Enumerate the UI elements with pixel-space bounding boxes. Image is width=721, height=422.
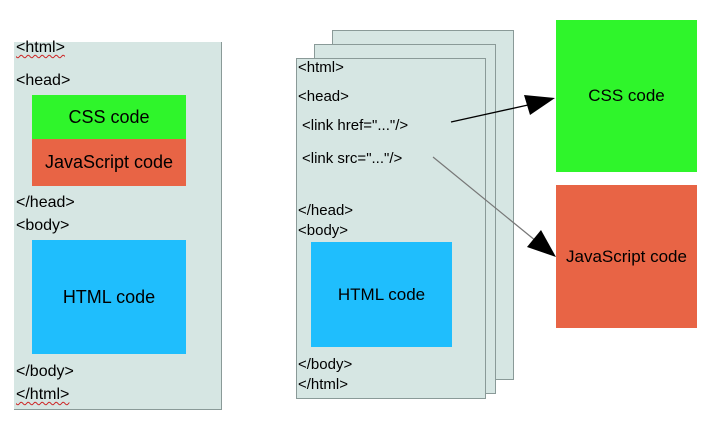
left-html-open-text: <html> xyxy=(16,39,65,56)
right-html-box: HTML code xyxy=(311,242,452,347)
left-css-box: CSS code xyxy=(32,95,186,139)
left-js-box: JavaScript code xyxy=(32,139,186,186)
left-html-close: </html> xyxy=(16,387,69,403)
right-head-open: <head> xyxy=(298,88,349,105)
right-link-href: <link href="..."/> xyxy=(302,117,409,134)
href-arrow xyxy=(450,95,555,123)
left-html-open: <html> xyxy=(16,40,65,56)
right-body-close: </body> xyxy=(298,356,353,373)
right-html-label: HTML code xyxy=(337,284,426,304)
right-link-src: <link src="..."/> xyxy=(302,150,403,167)
right-html-close: </html> xyxy=(298,376,349,393)
left-body-open: <body> xyxy=(16,217,70,234)
right-body-open: <body> xyxy=(298,222,349,239)
left-css-label: CSS code xyxy=(68,106,150,127)
external-js-box: JavaScript code xyxy=(556,185,697,328)
left-html-label: HTML code xyxy=(62,286,156,307)
external-js-label: JavaScript code xyxy=(566,246,687,266)
left-html-close-text: </html> xyxy=(16,386,70,403)
external-css-box: CSS code xyxy=(556,20,697,172)
right-head-close: </head> xyxy=(298,202,354,219)
src-arrow xyxy=(432,156,556,257)
external-css-label: CSS code xyxy=(588,86,665,105)
left-html-box: HTML code xyxy=(32,240,186,354)
left-head-close: </head> xyxy=(16,194,75,211)
right-html-open: <html> xyxy=(298,59,344,76)
left-head-open: <head> xyxy=(16,72,71,89)
left-js-label: JavaScript code xyxy=(44,152,174,172)
left-body-close: </body> xyxy=(16,363,74,380)
